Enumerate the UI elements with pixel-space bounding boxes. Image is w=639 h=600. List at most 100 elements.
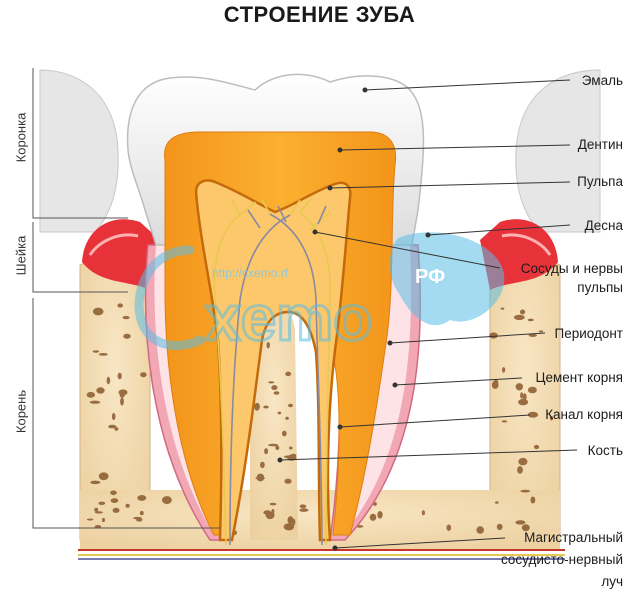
bone-spot bbox=[495, 501, 499, 504]
bone-spot bbox=[162, 496, 172, 505]
label-cement: Цемент корня bbox=[535, 370, 623, 385]
label-bundle-line1: Магистральный bbox=[524, 530, 623, 545]
bone-spot bbox=[421, 510, 425, 516]
bone-spot bbox=[283, 523, 295, 531]
bone-spot bbox=[284, 478, 292, 484]
bone-spot bbox=[137, 495, 147, 501]
bone-spot bbox=[522, 393, 527, 401]
bone-spot bbox=[86, 518, 94, 521]
bone-spot bbox=[527, 386, 537, 394]
label-bundle-line2: сосудисто-нервный bbox=[500, 552, 623, 567]
bone-spot bbox=[515, 520, 526, 525]
bone-spot bbox=[491, 380, 499, 389]
bone-spot bbox=[271, 509, 275, 514]
bone-spot bbox=[533, 444, 540, 450]
bone-spot bbox=[268, 381, 275, 384]
bone-spot bbox=[122, 315, 130, 320]
bone-spot bbox=[275, 445, 280, 450]
bone-spot bbox=[369, 513, 377, 521]
zone-label-neck: Шейка bbox=[13, 235, 29, 276]
bone-spot bbox=[283, 455, 292, 458]
bone-spot bbox=[118, 389, 128, 396]
bone-spot bbox=[96, 387, 105, 394]
bone-spot bbox=[527, 318, 534, 322]
bone-spot bbox=[123, 333, 131, 339]
bone-spot bbox=[125, 503, 130, 508]
bone-spot bbox=[98, 501, 106, 505]
bone-spot bbox=[254, 402, 260, 411]
watermark-url: http://cxemo.rf bbox=[212, 266, 289, 280]
main-bundle bbox=[78, 549, 565, 560]
zone-brackets bbox=[32, 68, 220, 529]
svg-text:xemo: xemo bbox=[205, 282, 372, 354]
bone-spot bbox=[299, 508, 309, 512]
bone-spot bbox=[114, 427, 119, 431]
bone-spot bbox=[528, 333, 537, 337]
bone-spot bbox=[110, 490, 117, 496]
bone-spot bbox=[94, 511, 103, 514]
bone-spot bbox=[110, 498, 119, 503]
bone-spot bbox=[515, 383, 523, 391]
bone-spot bbox=[521, 524, 530, 532]
label-vessels-line1: Сосуды и нервы bbox=[520, 261, 623, 276]
bone-spot bbox=[518, 457, 528, 466]
pulp-vessels bbox=[213, 197, 332, 546]
bone-spot bbox=[476, 526, 485, 534]
bone-spot bbox=[111, 412, 116, 421]
bone-spot bbox=[264, 448, 269, 455]
bone-spot bbox=[117, 303, 123, 308]
bone-spot bbox=[496, 523, 503, 531]
bone-spot bbox=[527, 411, 539, 418]
bone-spot bbox=[285, 416, 289, 420]
bone-spot bbox=[292, 518, 296, 526]
neighbor-tooth-left bbox=[39, 69, 119, 233]
bone-spot bbox=[92, 307, 104, 316]
bone-spot bbox=[86, 391, 96, 398]
bone-spot bbox=[502, 367, 506, 373]
watermark: xemo bbox=[134, 232, 505, 356]
label-periodont: Периодонт bbox=[554, 326, 624, 341]
watermark-suffix: РФ bbox=[415, 266, 446, 288]
bone-spot bbox=[518, 398, 529, 406]
bone-spot bbox=[517, 466, 523, 474]
label-dentin: Дентин bbox=[577, 137, 623, 152]
bone-spot bbox=[140, 372, 147, 378]
bone-spot bbox=[287, 516, 294, 524]
bone-spot bbox=[520, 309, 526, 315]
bone-spot bbox=[102, 517, 105, 523]
bone-spot bbox=[260, 461, 265, 469]
label-canal: Канал корня bbox=[545, 407, 623, 422]
bone-spot bbox=[520, 489, 531, 493]
label-bundle-line3: луч bbox=[601, 574, 623, 589]
label-pulp: Пульпа bbox=[577, 174, 623, 189]
bone-spot bbox=[94, 507, 99, 512]
bone-spot bbox=[489, 332, 498, 339]
bone-spot bbox=[108, 424, 117, 429]
bone-spot bbox=[269, 502, 277, 506]
bone-spot bbox=[288, 403, 293, 408]
bone-spot bbox=[92, 350, 100, 353]
bone-spot bbox=[290, 453, 297, 458]
bone-spot bbox=[133, 516, 142, 520]
zone-label-crown: Коронка bbox=[13, 112, 29, 163]
label-enamel: Эмаль bbox=[581, 73, 623, 88]
label-gum: Десна bbox=[584, 218, 623, 233]
bone-spot bbox=[120, 397, 124, 406]
bone-spot bbox=[98, 472, 109, 481]
bone-spot bbox=[285, 371, 292, 377]
bone-spot bbox=[273, 391, 280, 395]
bone-spot bbox=[112, 507, 120, 513]
bone-spot bbox=[106, 376, 111, 385]
bone-spot bbox=[90, 480, 101, 485]
bone-spot bbox=[268, 443, 279, 447]
bone-spot bbox=[98, 353, 108, 356]
label-vessels-line2: пульпы bbox=[577, 280, 623, 295]
bone-spot bbox=[530, 496, 536, 504]
bone-spot bbox=[538, 330, 544, 333]
bone-spot bbox=[520, 392, 524, 399]
bone-spot bbox=[281, 430, 287, 437]
bone-spot bbox=[263, 405, 269, 409]
bone-spot bbox=[271, 385, 278, 391]
bone-spot bbox=[446, 524, 452, 531]
